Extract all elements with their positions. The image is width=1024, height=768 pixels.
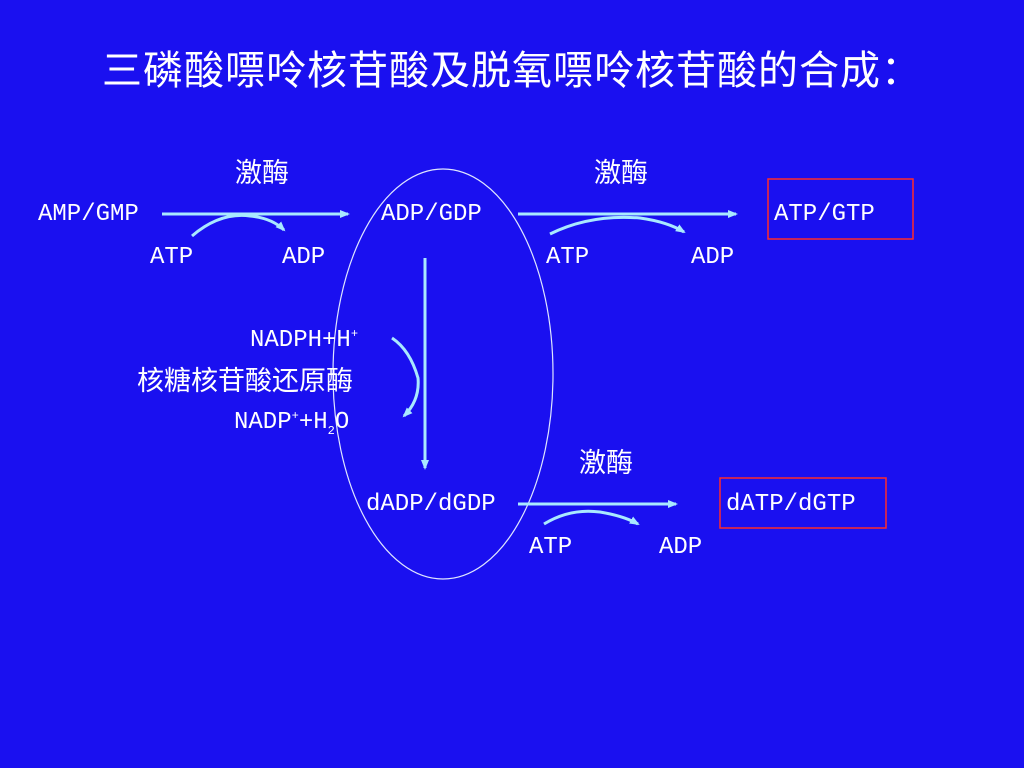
datp-dgtp-box	[719, 477, 887, 529]
kinase-label-3: 激酶	[579, 448, 633, 479]
cofactor-adp-2: ADP	[691, 244, 735, 271]
compound-adp-gdp: ADP/GDP	[381, 201, 482, 228]
h2-sub: 2	[327, 423, 335, 438]
reduction-products-label: NADP++H2O	[234, 410, 349, 437]
nadph-side-arrow	[391, 336, 420, 418]
nadp-sup: +	[291, 409, 299, 423]
cofactor-arrow-3	[543, 509, 640, 526]
cofactor-arrow-1	[191, 213, 286, 238]
reductant-label: NADPH+H+	[250, 328, 358, 353]
atp-gtp-box	[767, 178, 914, 240]
highlight-ellipse	[332, 168, 554, 580]
cofactor-adp-3: ADP	[659, 534, 703, 561]
kinase-label-2: 激酶	[594, 158, 648, 189]
ribonucleotide-reductase-label: 核糖核苷酸还原酶	[137, 366, 353, 397]
cofactor-adp-1: ADP	[282, 244, 326, 271]
slide-title: 三磷酸嘌呤核苷酸及脱氧嘌呤核苷酸的合成：	[102, 48, 922, 94]
cofactor-atp-3: ATP	[529, 534, 573, 561]
reductant-sup: +	[350, 327, 359, 341]
cofactor-atp-1: ATP	[150, 244, 194, 271]
compound-amp-gmp: AMP/GMP	[38, 201, 139, 228]
cofactor-atp-2: ATP	[546, 244, 590, 271]
o-text: O	[334, 409, 350, 436]
reductant-text: NADPH+H	[250, 327, 351, 354]
cofactor-arrow-2	[549, 215, 686, 236]
h-text: +H	[298, 409, 328, 436]
compound-datp-dgtp: dATP/dGTP	[726, 491, 856, 518]
compound-atp-gtp: ATP/GTP	[774, 201, 875, 228]
kinase-label-1: 激酶	[235, 158, 289, 189]
nadp-text: NADP	[234, 409, 292, 436]
compound-dadp-dgdp: dADP/dGDP	[366, 491, 496, 518]
